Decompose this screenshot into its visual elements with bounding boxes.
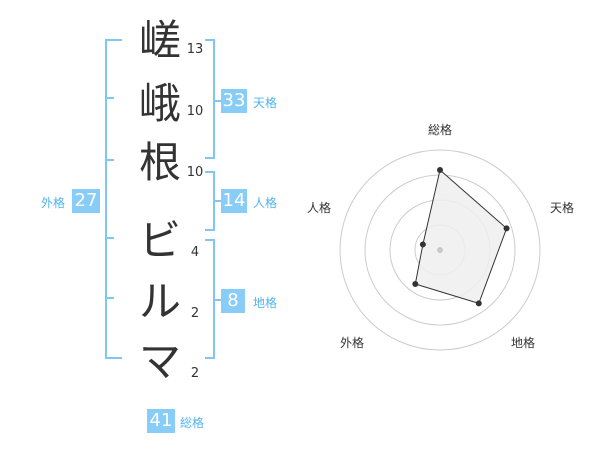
gaikaku-bracket	[105, 39, 122, 359]
name-char-2: 峨	[138, 79, 181, 128]
radar-axis-label-gaikaku: 外格	[340, 335, 364, 350]
radar-point	[437, 167, 443, 173]
chikaku-value: 8	[221, 289, 245, 313]
radar-point	[412, 280, 419, 287]
radar-center	[437, 247, 443, 253]
radar-point	[503, 225, 510, 232]
stroke-count-4: 4	[190, 245, 200, 260]
gaikaku-value: 27	[72, 189, 100, 213]
radar-area	[414, 169, 508, 305]
name-char-1: 嵯	[138, 16, 181, 65]
radar-point	[419, 241, 426, 248]
tenkaku-bracket	[205, 39, 215, 159]
radar-axis-label-soukaku: 総格	[428, 122, 452, 137]
name-char-4: ビ	[138, 216, 181, 265]
stroke-count-1: 13	[186, 42, 204, 57]
name-char-5: ル	[138, 277, 181, 326]
radar-axis-label-chikaku: 地格	[511, 335, 535, 350]
radar-axis-label-tenkaku: 天格	[550, 200, 574, 215]
radar-points	[412, 167, 510, 307]
tenkaku-label: 天格	[253, 96, 278, 110]
radar-axis-label-jinkaku: 人格	[307, 200, 331, 215]
chikaku-label: 地格	[253, 296, 278, 310]
stroke-count-5: 2	[190, 306, 200, 321]
radar-ring	[339, 149, 541, 351]
stroke-count-6: 2	[190, 366, 200, 381]
name-char-3: 根	[138, 138, 181, 187]
soukaku-value: 41	[147, 409, 175, 433]
soukaku-label: 総格	[180, 416, 205, 430]
jinkaku-label: 人格	[253, 196, 278, 210]
jinkaku-value: 14	[221, 189, 247, 213]
gaikaku-label: 外格	[41, 196, 66, 210]
radar-point	[475, 300, 482, 307]
stroke-count-3: 10	[186, 165, 204, 180]
stroke-count-2: 10	[186, 104, 204, 119]
name-char-6: マ	[138, 337, 181, 386]
tenkaku-value: 33	[221, 89, 247, 113]
